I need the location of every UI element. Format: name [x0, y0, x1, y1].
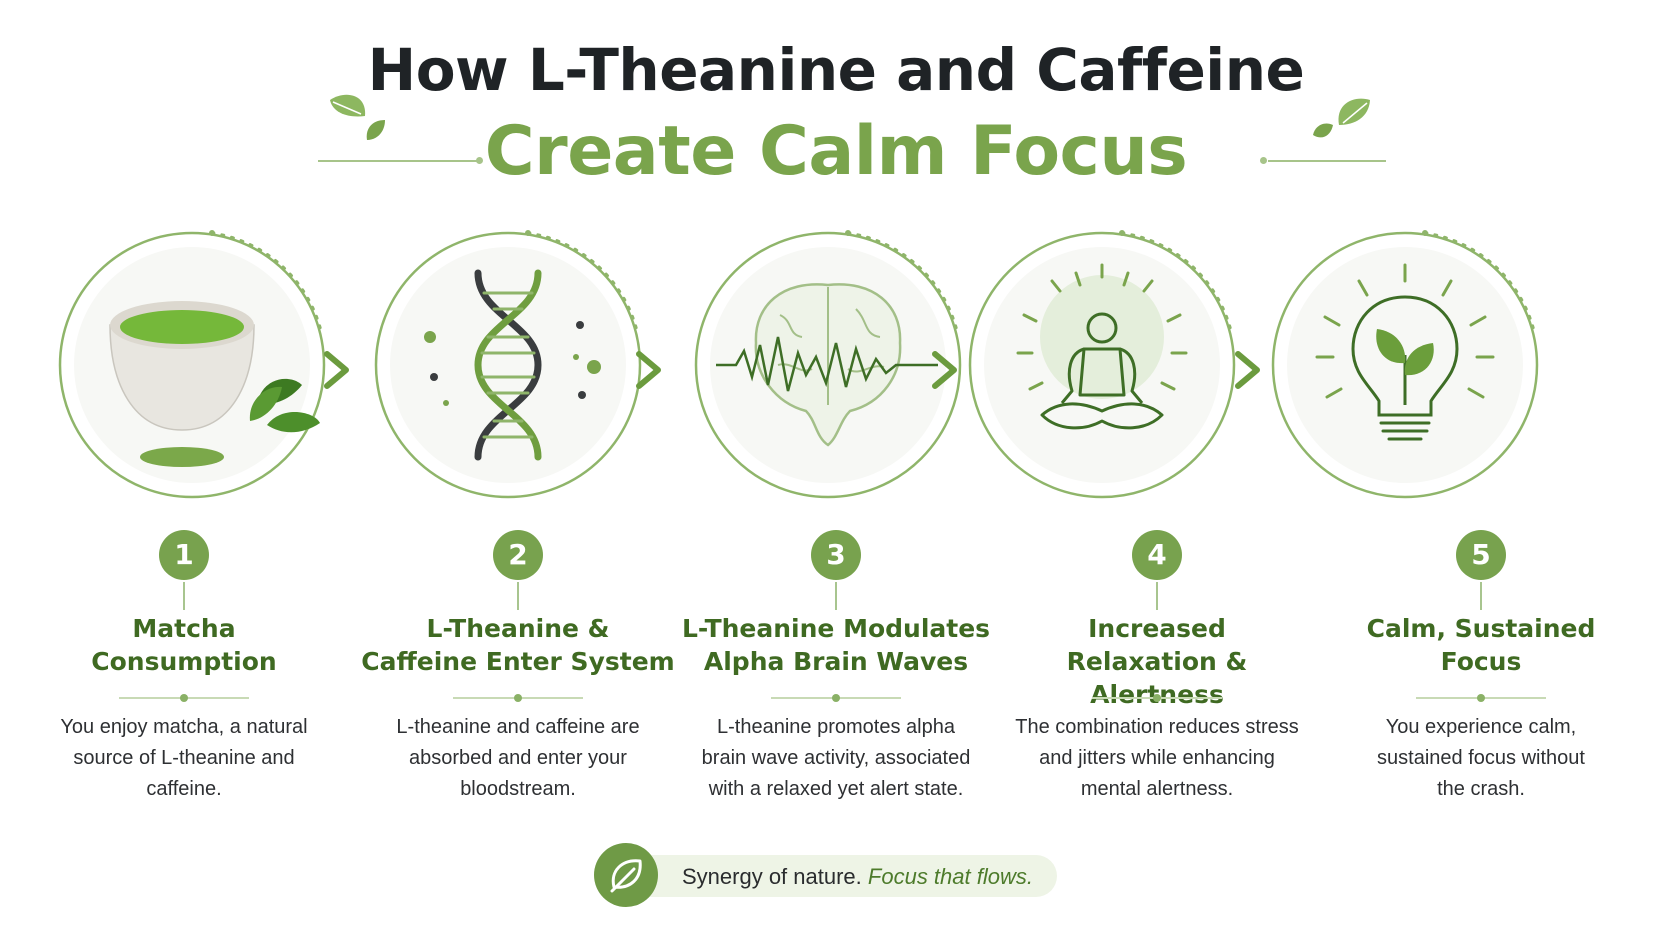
tagline: Synergy of nature. Focus that flows.	[682, 864, 1033, 890]
lightbulb-leaf-icon	[1315, 263, 1495, 441]
title-right-rule-dot	[1260, 157, 1267, 164]
step-3-to-4-arrow-icon	[932, 351, 957, 389]
left-leaves-icon	[330, 94, 385, 140]
title-block: How L-Theanine and Caffeine Create Calm …	[0, 30, 1672, 194]
right-leaves-icon	[1313, 98, 1370, 138]
page-subtitle: Create Calm Focus	[484, 112, 1188, 191]
step-1-description: You enjoy matcha, a natural source of L-…	[60, 716, 308, 800]
step-4-to-5-arrow-icon	[1235, 351, 1260, 389]
brain-wave-icon	[716, 283, 938, 447]
step-1-number-badge: 1	[159, 530, 209, 580]
step-4-number-badge: 4	[1132, 530, 1182, 580]
step-5-circle	[1271, 230, 1539, 499]
step-2-stem	[517, 582, 519, 610]
title-left-rule-dot	[476, 157, 483, 164]
dna-helix-icon	[474, 269, 542, 461]
step-5-stem	[1480, 582, 1482, 610]
tagline-plain: Synergy of nature.	[682, 864, 862, 889]
step-2-circle	[374, 230, 642, 499]
step-3-title-rule-dot	[832, 694, 840, 702]
matcha-bowl-icon	[109, 301, 320, 467]
step-1-title-rule-dot	[180, 694, 188, 702]
step-2-title-rule-dot	[514, 694, 522, 702]
step-5-title-rule-dot	[1477, 694, 1485, 702]
step-2-to-3-arrow-icon	[636, 351, 661, 389]
step-2-title: L-Theanine & Caffeine Enter System	[361, 614, 675, 676]
step-4-circle	[968, 230, 1236, 499]
title-left-rule	[318, 160, 478, 162]
page-title: How L-Theanine and Caffeine	[367, 36, 1305, 104]
step-3-number-badge: 3	[811, 530, 861, 580]
step-4-title: Increased Relaxation & Alertness	[1066, 614, 1248, 709]
step-5-description: You experience calm, sustained focus wit…	[1377, 716, 1585, 800]
step-5-title: Calm, Sustained Focus	[1366, 614, 1596, 676]
tagline-badge	[594, 843, 658, 907]
step-1-stem	[183, 582, 185, 610]
step-3-description: L-theanine promotes alpha brain wave act…	[701, 716, 971, 800]
step-2-number-badge: 2	[493, 530, 543, 580]
step-4-title-rule-dot	[1153, 694, 1161, 702]
tagline-accent: Focus that flows.	[867, 864, 1033, 889]
step-3-title: L-Theanine Modulates Alpha Brain Waves	[681, 614, 991, 676]
step-1-circle	[58, 230, 326, 499]
step-4-stem	[1156, 582, 1158, 610]
meditation-icon	[1016, 263, 1188, 430]
step-3-circle	[694, 230, 962, 499]
title-right-rule	[1268, 160, 1386, 162]
leaf-icon	[610, 859, 642, 893]
step-3-stem	[835, 582, 837, 610]
step-1-to-2-arrow-icon	[324, 351, 349, 389]
step-2-description: L-theanine and caffeine are absorbed and…	[396, 716, 640, 800]
step-5-number-badge: 5	[1456, 530, 1506, 580]
step-1-title: Matcha Consumption	[91, 614, 277, 676]
step-4-description: The combination reduces stress and jitte…	[1015, 716, 1299, 800]
tagline-pill	[612, 855, 1057, 897]
